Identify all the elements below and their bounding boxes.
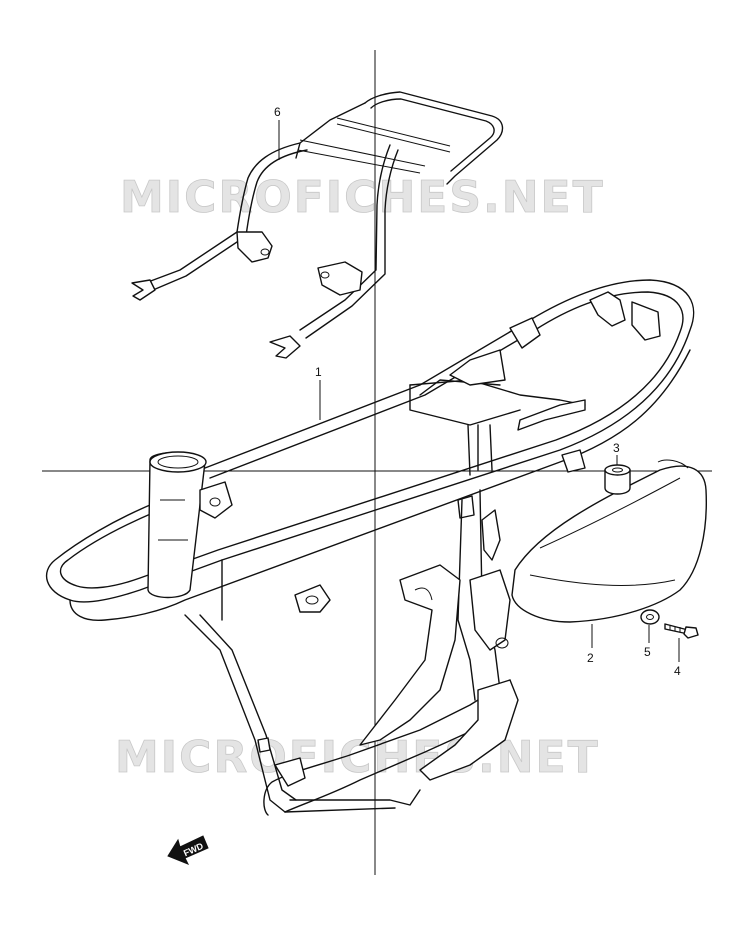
callout-4: 4 (674, 664, 681, 678)
callout-3: 3 (613, 441, 620, 455)
forward-direction-arrow: FWD (167, 835, 209, 865)
rear-carrier-rack (131, 91, 504, 359)
watermark-top: MICROFICHES.NET (120, 172, 605, 223)
callout-1: 1 (315, 365, 322, 379)
callout-6: 6 (274, 105, 281, 119)
washer (640, 609, 660, 625)
leader-lines (278, 120, 680, 662)
grommet (604, 464, 631, 495)
callout-5: 5 (644, 645, 651, 659)
fwd-label: FWD (182, 841, 205, 859)
bolt (664, 623, 699, 639)
main-frame (45, 279, 695, 816)
watermark-bottom: MICROFICHES.NET (115, 732, 600, 783)
side-cover (511, 459, 707, 623)
callout-2: 2 (587, 651, 594, 665)
